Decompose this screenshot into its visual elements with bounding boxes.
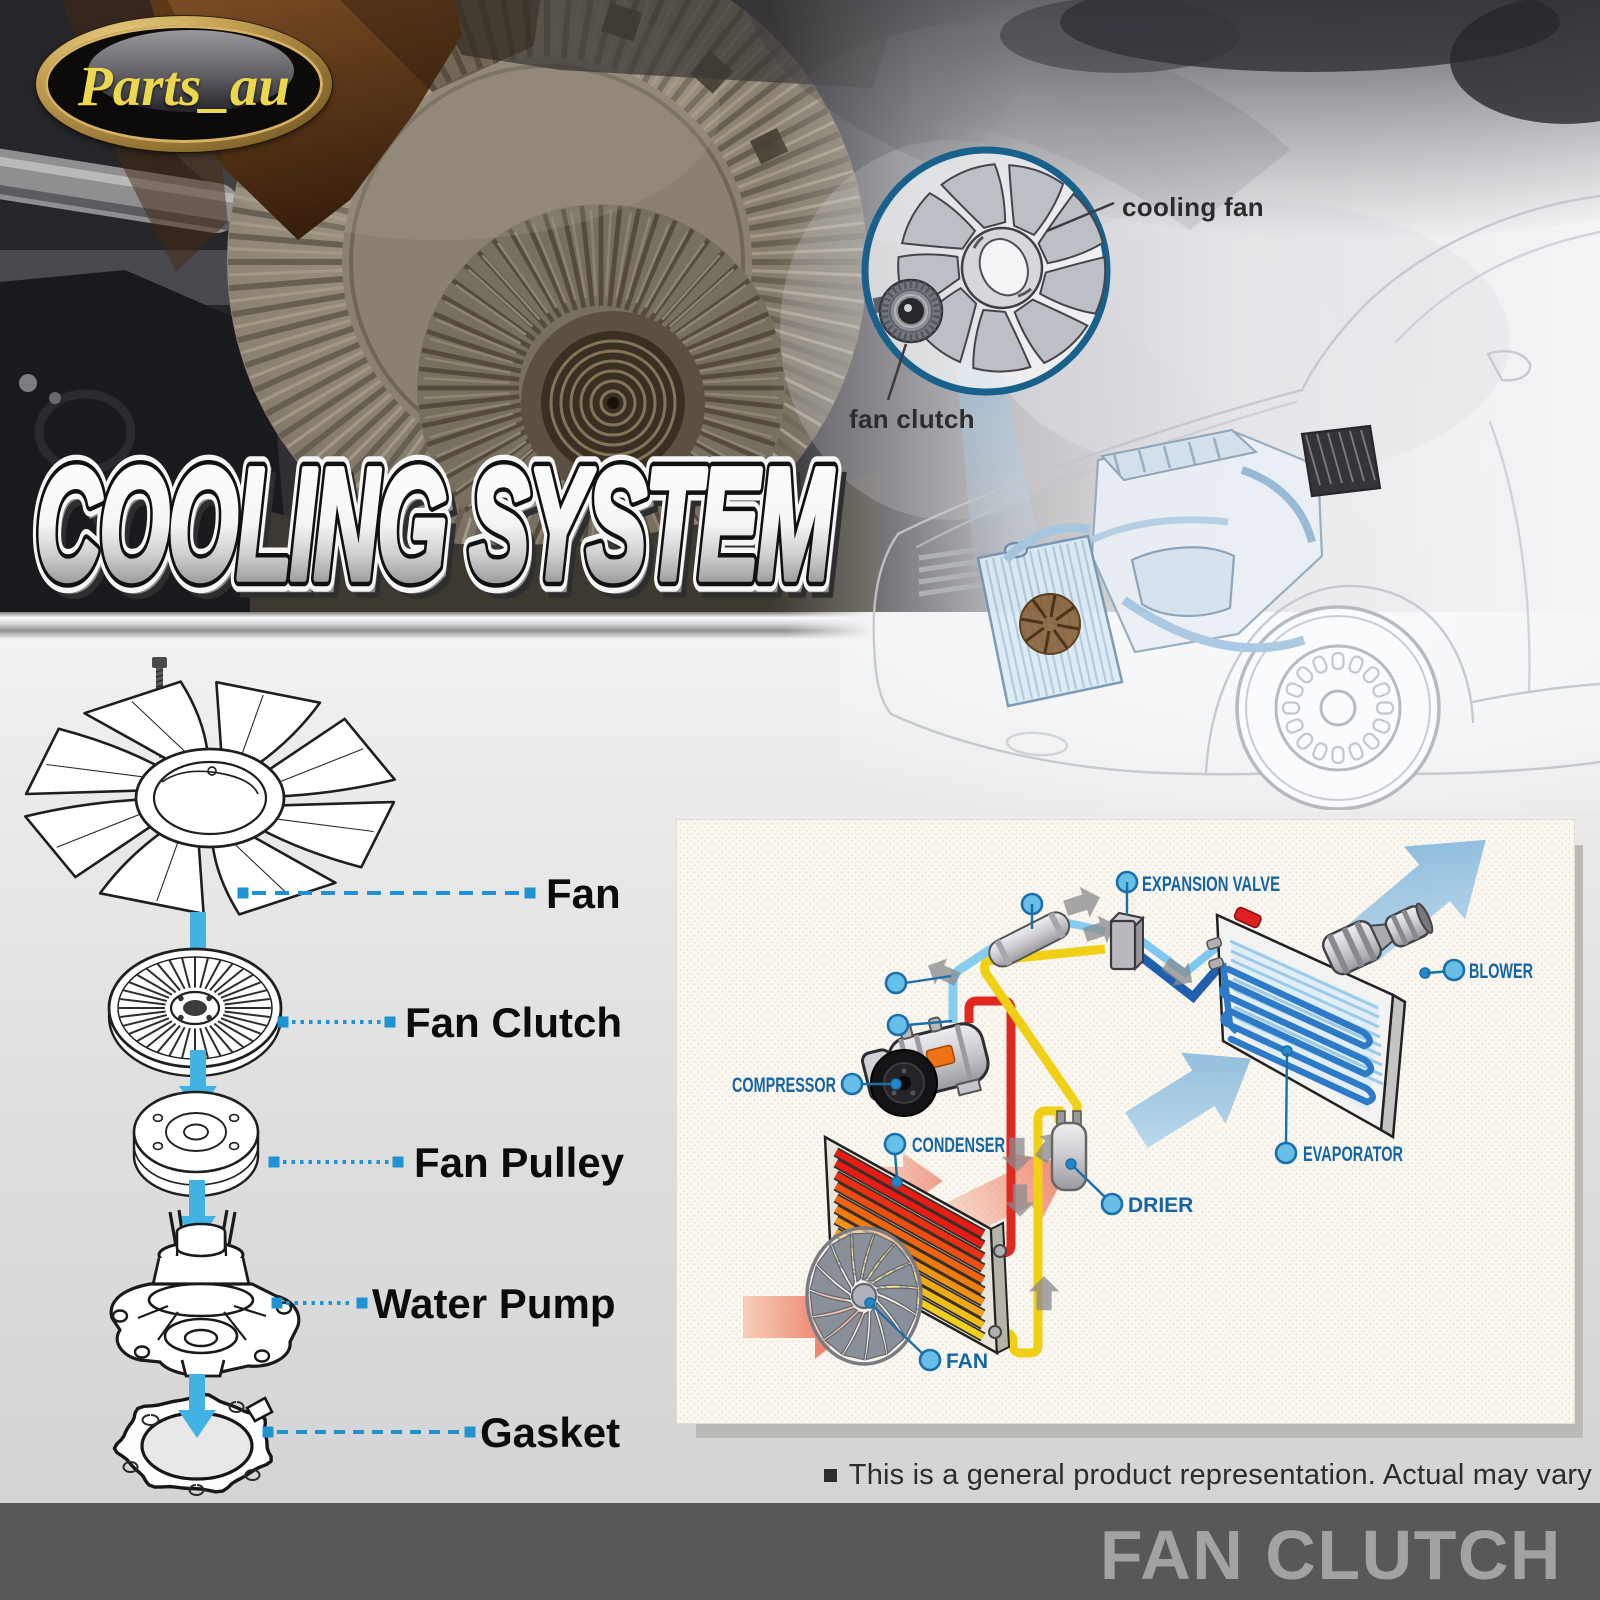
svg-text:COOLING SYSTEM: COOLING SYSTEM [43,446,841,623]
svg-text:EXPANSION VALVE: EXPANSION VALVE [1142,873,1280,896]
svg-text:CONDENSER: CONDENSER [912,1134,1005,1157]
svg-text:Fan Clutch: Fan Clutch [405,999,622,1046]
svg-text:Water Pump: Water Pump [372,1280,615,1327]
svg-text:DRIER: DRIER [1128,1194,1193,1217]
svg-text:COOLING SYSTEM: COOLING SYSTEM [36,435,834,612]
svg-text:COOLING SYSTEM: COOLING SYSTEM [36,435,834,612]
svg-text:COMPRESSOR: COMPRESSOR [732,1074,836,1097]
svg-text:BLOWER: BLOWER [1469,960,1533,983]
svg-text:EVAPORATOR: EVAPORATOR [1303,1143,1403,1166]
svg-text:FAN: FAN [946,1350,988,1373]
svg-text:COOLING SYSTEM: COOLING SYSTEM [36,435,834,612]
svg-text:Fan: Fan [546,870,621,917]
svg-text:Fan Pulley: Fan Pulley [414,1139,625,1186]
svg-text:cooling fan: cooling fan [1122,192,1264,222]
svg-text:fan clutch: fan clutch [849,404,975,434]
svg-text:COOLING SYSTEM: COOLING SYSTEM [39,441,837,618]
svg-text:Gasket: Gasket [480,1409,620,1456]
